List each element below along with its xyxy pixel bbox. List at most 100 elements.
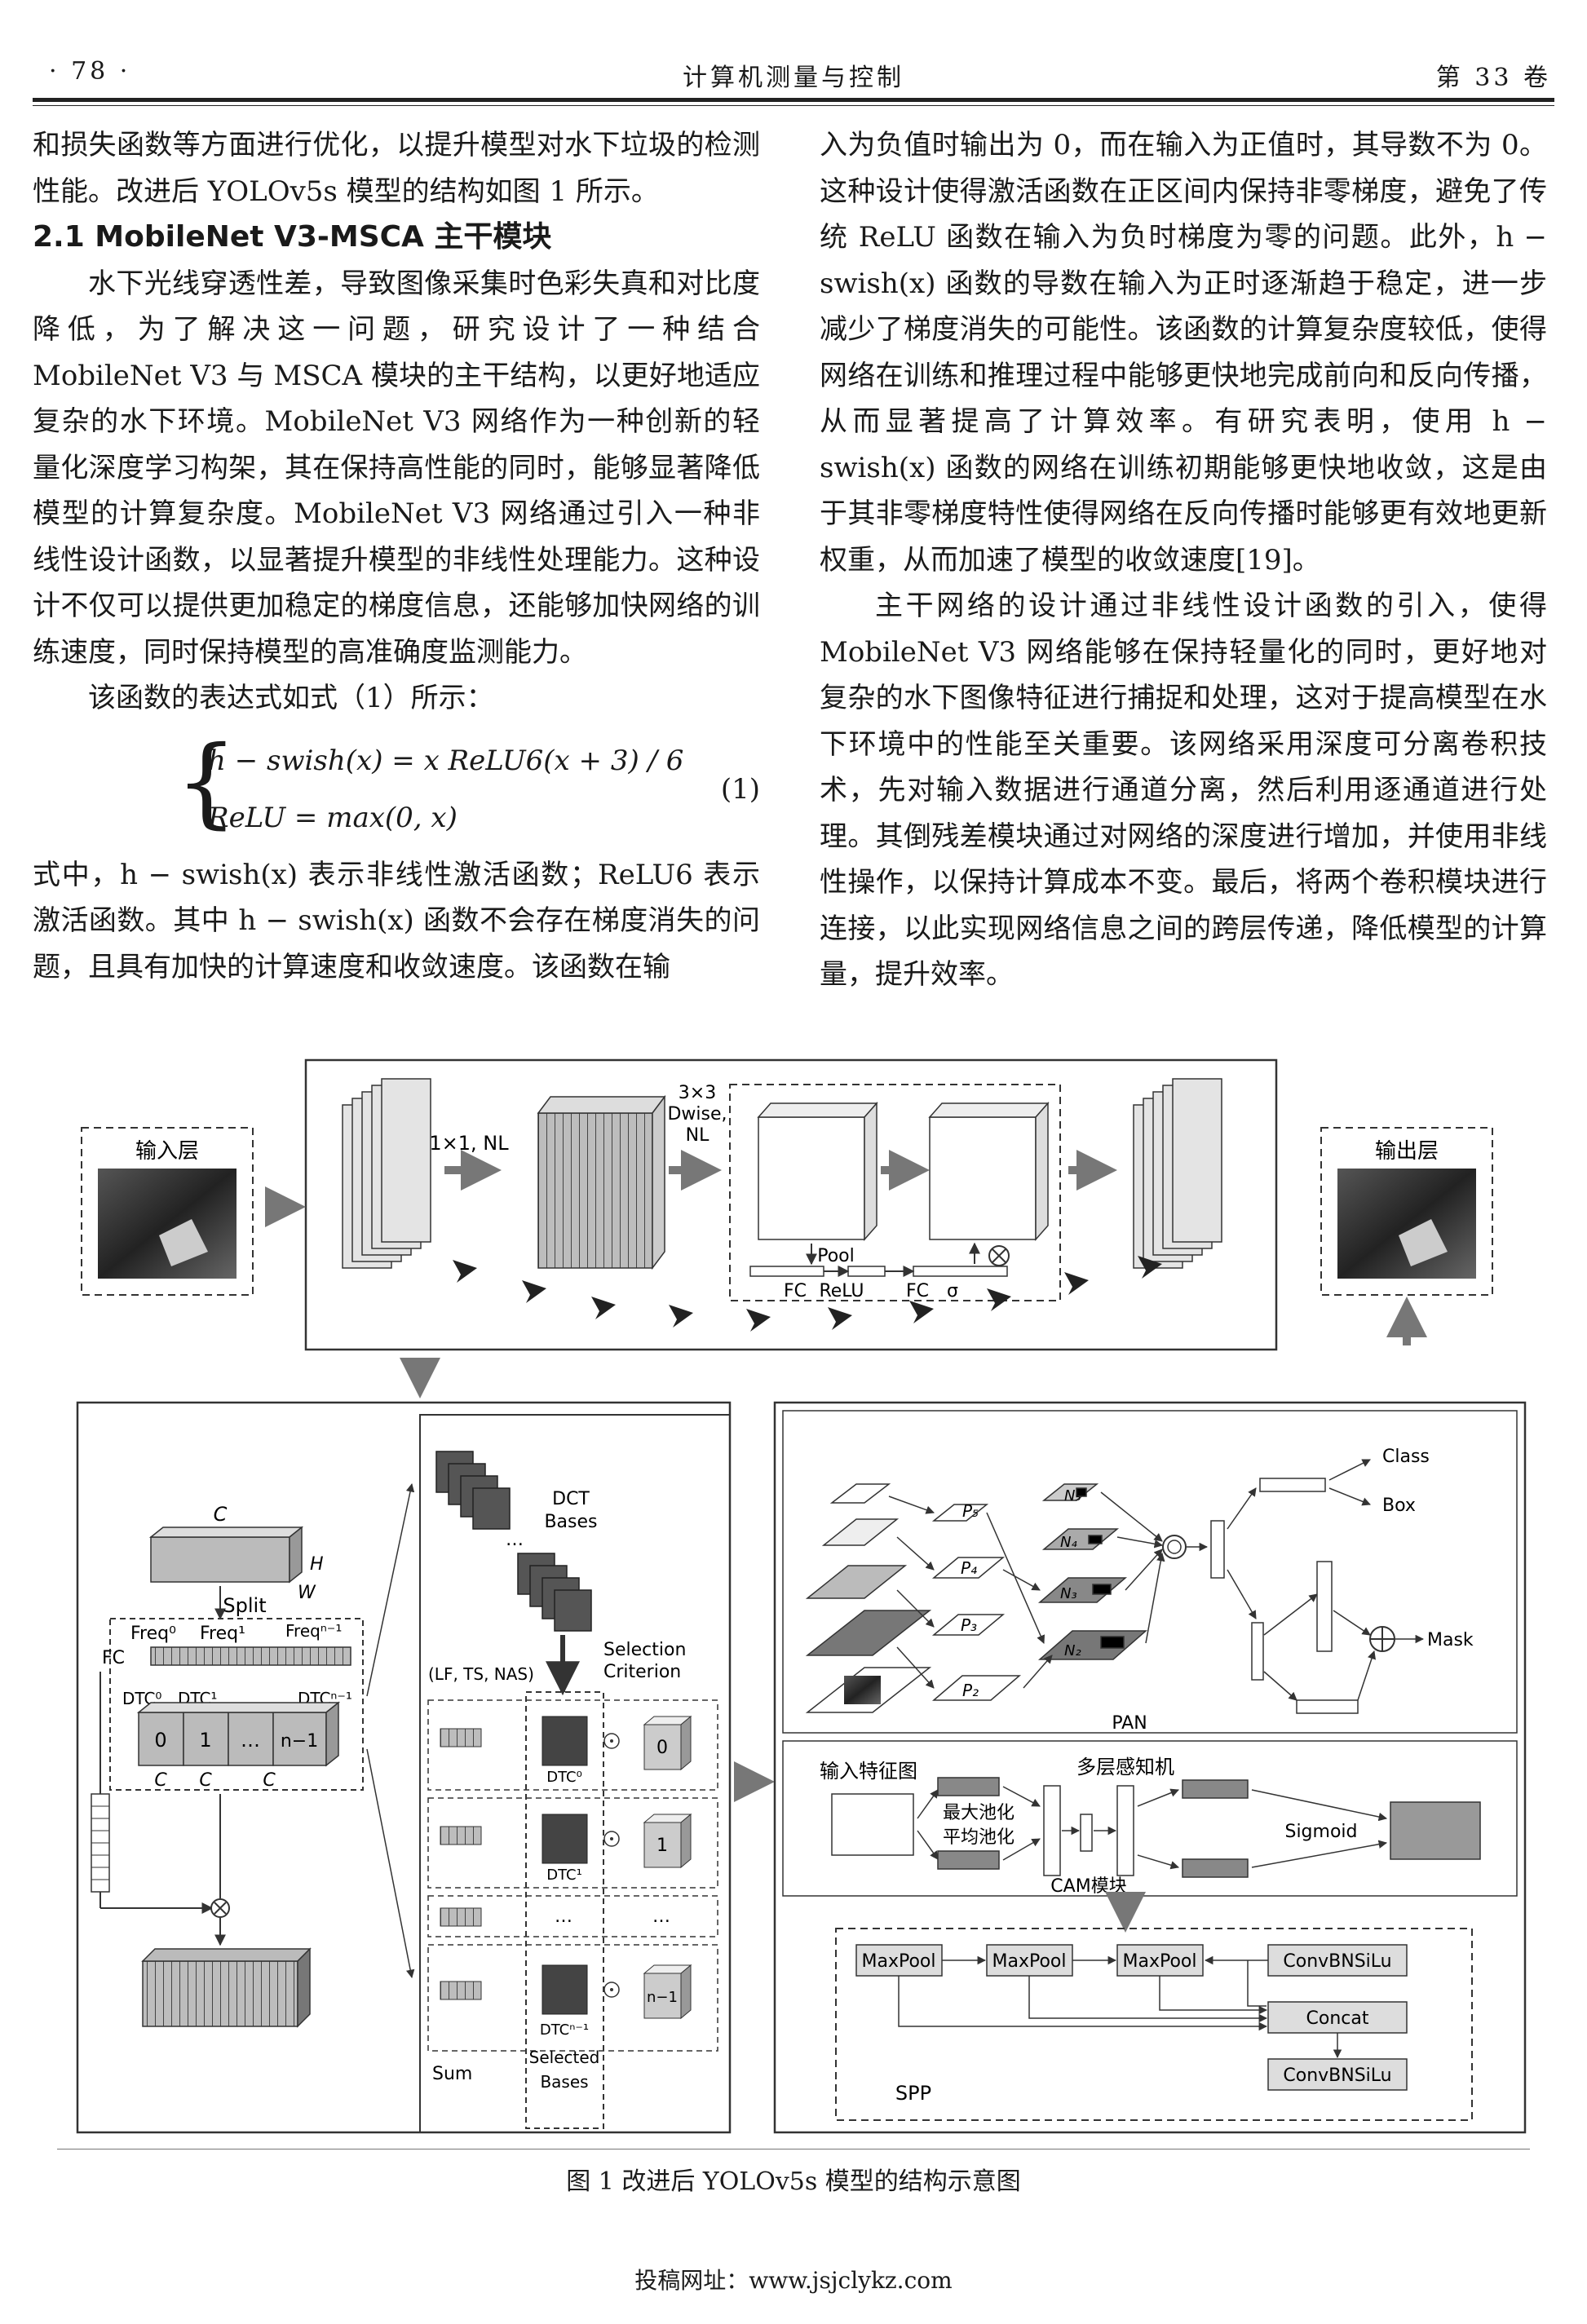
convbn-1 <box>1267 1944 1408 1977</box>
output-image <box>1337 1169 1476 1279</box>
spp-label: SPP <box>895 2082 931 2105</box>
feature-stack-2 <box>537 1112 653 1269</box>
w-top-label: W <box>298 1583 316 1603</box>
right-column: 入为负值时输出为 0，而在输入为正值时，其导数不为 0。这种设计使得激活函数在正… <box>820 122 1547 998</box>
convbn-2-label: ConvBNSiLu <box>1283 2066 1391 2086</box>
dtc-row-n <box>427 1944 718 2052</box>
volume-label: 第 33 卷 <box>1435 64 1551 92</box>
sigma-label: σ <box>947 1281 958 1301</box>
dwise-label-1: 3×3 <box>679 1083 716 1103</box>
block-1: 1 <box>199 1729 211 1752</box>
p3-label: P₃ <box>961 1615 977 1635</box>
concat-box <box>1267 2001 1408 2034</box>
dtcn-sel: DTCⁿ⁻¹ <box>540 2021 589 2039</box>
dtc-blocks <box>136 1701 341 1767</box>
freqn-label: Freqⁿ⁻¹ <box>285 1621 342 1641</box>
mask-label: Mask <box>1427 1630 1474 1650</box>
n2-label: N₂ <box>1064 1642 1081 1659</box>
c-bottom-3: C <box>263 1770 276 1791</box>
selected-bases-box <box>525 1691 604 2129</box>
feature-stack-1 <box>342 1078 431 1269</box>
selected-label: Selected <box>529 2048 600 2067</box>
c-top-label: C <box>214 1503 228 1526</box>
cam-frame <box>782 1740 1518 1897</box>
concat-label: Concat <box>1306 2008 1369 2029</box>
journal-title: 计算机测量与控制 <box>683 64 904 92</box>
paragraph: 该函数的表达式如式（1）所示： <box>88 682 494 714</box>
equation: { h − swish(x) = x ReLU6(x + 3) / 6 ReLU… <box>33 722 760 852</box>
p4-label: P₄ <box>961 1558 977 1578</box>
output-layer-label: 输出层 <box>1375 1139 1439 1164</box>
input-layer-label: 输入层 <box>135 1139 199 1164</box>
sel-crit-1: Selection <box>603 1640 686 1660</box>
fc-left-label: FC <box>102 1648 125 1668</box>
maxpool-cn-label: 最大池化 <box>943 1803 1015 1823</box>
equation-line-2: ReLU = max(0, x) <box>208 801 458 834</box>
cube-n: n−1 <box>647 1989 678 2006</box>
paragraph: 和损失函数等方面进行优化，以提升模型对水下垃圾的检测性能。改进后 YOLOv5s… <box>33 129 760 208</box>
dwise-label-3: NL <box>686 1125 710 1146</box>
block-0: 0 <box>154 1729 166 1752</box>
figure-1: 输入层 输出层 1×1, NL 3×3 Dwise, NL Pool FC Re… <box>76 1058 1527 2134</box>
dtc-row-0 <box>427 1699 718 1791</box>
convbn-2 <box>1267 2058 1408 2091</box>
bases-label: Bases <box>540 2072 588 2092</box>
output-layer-box <box>1320 1127 1493 1296</box>
maxpool-1-label: MaxPool <box>862 1951 936 1972</box>
fc-label-1: FC <box>784 1281 807 1301</box>
n4-label: N₄ <box>1060 1534 1077 1551</box>
input-feat-label: 输入特征图 <box>820 1760 917 1783</box>
dct-label-1: DCT <box>552 1489 590 1509</box>
page-header: · 78 · 计算机测量与控制 第 33 卷 <box>33 51 1554 93</box>
backbone-frame <box>304 1058 1278 1351</box>
cam-label: CAM模块 <box>1050 1876 1126 1897</box>
p-planes <box>931 1504 1022 1701</box>
freq0-label: Freq⁰ <box>130 1624 176 1644</box>
n-planes <box>1037 1483 1147 1660</box>
input-layer-box <box>81 1127 254 1296</box>
page-number: · 78 · <box>49 57 131 86</box>
chevron-icons <box>453 1256 1162 1332</box>
dwise-label-2: Dwise, <box>667 1104 727 1124</box>
freq1-label: Freq¹ <box>200 1624 245 1644</box>
cube-1: 1 <box>656 1836 668 1856</box>
spp-frame <box>835 1928 1473 2121</box>
freq-dashed-box <box>109 1618 364 1791</box>
header-rule <box>33 98 1554 102</box>
equation-line-1: h − swish(x) = x ReLU6(x + 3) / 6 <box>208 744 684 777</box>
dtc-row-1 <box>427 1797 718 1889</box>
fc-label-2: FC <box>906 1281 929 1301</box>
p5-label: P₅ <box>962 1501 979 1521</box>
maxpool-2-label: MaxPool <box>992 1951 1067 1972</box>
cube-0: 0 <box>656 1738 668 1758</box>
sum-label: Sum <box>432 2064 472 2084</box>
row-dots-1: … <box>555 1906 572 1927</box>
pan-label: PAN <box>1112 1713 1147 1734</box>
paragraph: 入为负值时输出为 0，而在输入为正值时，其导数不为 0。这种设计使得激活函数在正… <box>820 129 1547 577</box>
convbn-1-label: ConvBNSiLu <box>1283 1951 1391 1972</box>
sel-crit-2: Criterion <box>603 1662 681 1682</box>
paragraph: 水下光线穿透性差，导致图像采集时色彩失真和对比度降低，为了解决这一问题，研究设计… <box>33 267 760 669</box>
c-bottom-1: C <box>154 1770 167 1791</box>
n3-label: N₃ <box>1060 1585 1077 1602</box>
dtc0-sel: DTC⁰ <box>546 1769 582 1786</box>
box-label: Box <box>1382 1496 1416 1516</box>
maxpool-3-label: MaxPool <box>1123 1951 1197 1972</box>
input-image <box>98 1169 237 1279</box>
split-label: Split <box>223 1594 266 1617</box>
paragraph: 式中，h − swish(x) 表示非线性激活函数；ReLU6 表示激活函数。其… <box>33 858 760 983</box>
se-block <box>729 1084 1061 1301</box>
page-footer: 投稿网址：www.jsjclykz.com <box>634 2267 953 2294</box>
pool-label: Pool <box>817 1246 855 1266</box>
pan-frame <box>782 1410 1518 1734</box>
dct-label-2: Bases <box>544 1512 597 1532</box>
header-rule-thin <box>33 105 1554 106</box>
merge-node <box>1162 1535 1187 1559</box>
output-feature <box>142 1960 298 2027</box>
equation-brace: { <box>175 725 238 839</box>
conv1-label: 1×1, NL <box>429 1132 509 1155</box>
block-dots: … <box>241 1729 260 1752</box>
maxpool-2 <box>986 1944 1073 1977</box>
c-bottom-2: C <box>199 1770 212 1791</box>
p2-label: P₂ <box>962 1681 979 1700</box>
